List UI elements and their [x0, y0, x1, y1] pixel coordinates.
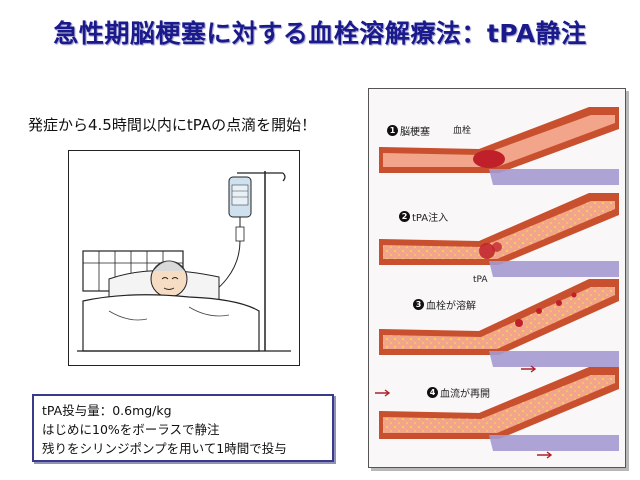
step-4-label: 血流が再開 [440, 389, 490, 400]
flow-arrows [375, 365, 553, 459]
step-1: 1 脳梗塞 [387, 123, 430, 138]
page-title: 急性期脳梗塞に対する血栓溶解療法：tPA静注 [53, 19, 587, 48]
subtitle: 発症から4.5時間以内にtPAの点滴を開始！ [28, 116, 317, 134]
step-3-label: 血栓が溶解 [426, 301, 476, 312]
dose-info-box: tPA投与量：0.6mg/kg はじめに10%をボーラスで静注 残りをシリンジポ… [32, 394, 334, 462]
clot-label: 血栓 [453, 126, 472, 136]
step-2: 2 tPA注入 [399, 209, 448, 224]
vessel-stages-panel: 1 脳梗塞 血栓 2 tPA注入 tPA 3 血栓が溶解 4 血流が再開 [368, 88, 626, 468]
step-2-number: 2 [399, 211, 410, 222]
step-4: 4 血流が再開 [427, 385, 490, 400]
clot-mark [473, 150, 505, 168]
vessel-stage-2 [379, 193, 619, 277]
tpa-label: tPA [473, 275, 488, 285]
step-1-label: 脳梗塞 [400, 127, 430, 138]
step-3-number: 3 [413, 299, 424, 310]
vessel-stage-4 [379, 367, 619, 451]
vessel-stage-3 [379, 279, 619, 367]
step-1-number: 1 [387, 125, 398, 136]
vessel-stage-1 [379, 107, 619, 185]
dose-line-1: tPA投与量：0.6mg/kg [42, 403, 172, 418]
vessel-drawing [375, 107, 619, 459]
patient-illustration [68, 150, 300, 366]
patient-drawing [77, 171, 291, 352]
step-4-number: 4 [427, 387, 438, 398]
dose-line-2: はじめに10%をボーラスで静注 [42, 422, 220, 437]
dose-line-3: 残りをシリンジポンプを用いて1時間で投与 [42, 441, 287, 456]
step-3: 3 血栓が溶解 [413, 297, 476, 312]
step-2-label: tPA注入 [412, 213, 449, 224]
